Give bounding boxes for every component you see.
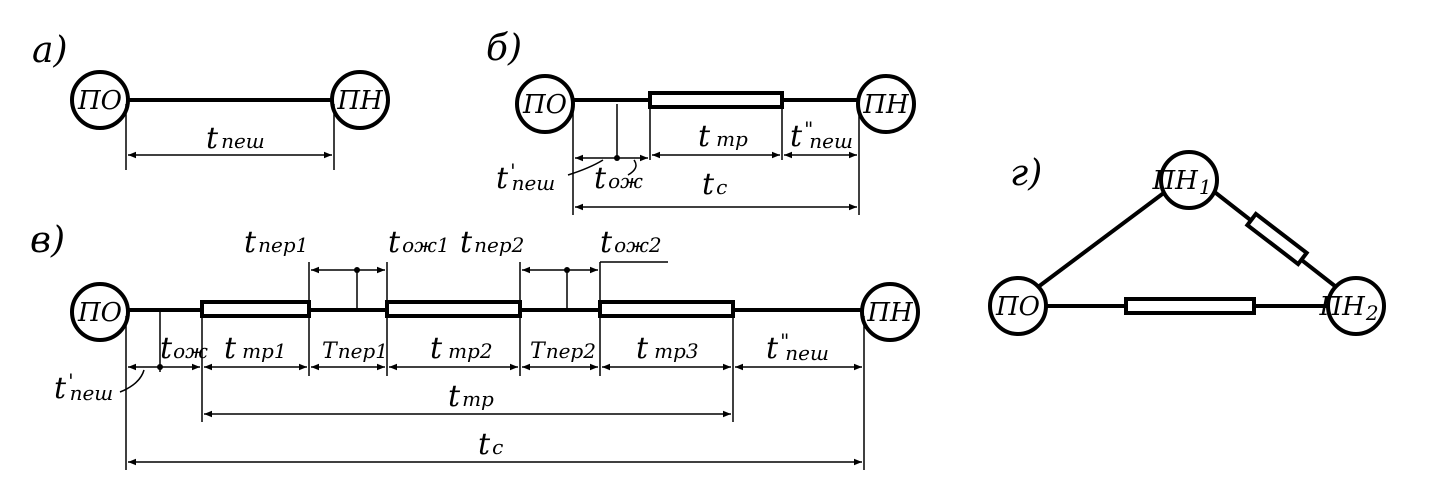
dest1-node-label: ПН1 xyxy=(1151,166,1211,199)
origin-node-label: ПО xyxy=(77,298,122,328)
wait-time-label: tож xyxy=(160,331,208,366)
dest2-node xyxy=(1326,276,1386,336)
panel-v-label: в) xyxy=(30,220,65,261)
transit-segment-3 xyxy=(598,300,735,318)
dest-node-label: ПН xyxy=(862,90,910,120)
panel-a-label: а) xyxy=(32,30,68,71)
transfer1-wait-label: Tпер1 xyxy=(322,339,388,364)
origin-node-label: ПО xyxy=(522,90,567,120)
walk-line xyxy=(1032,190,1167,292)
leader-line xyxy=(567,159,604,176)
transit-segment-1 xyxy=(200,300,311,318)
dest-node xyxy=(330,70,390,130)
transit-segment xyxy=(1244,211,1310,267)
origin-node xyxy=(988,276,1048,336)
wait-point xyxy=(614,155,620,161)
transit-segment-2 xyxy=(385,300,522,318)
walk1-time-label: t'пеш xyxy=(496,159,555,196)
wait-point xyxy=(564,267,570,273)
origin-node-label: ПО xyxy=(995,292,1040,322)
dest-node-label: ПН xyxy=(336,86,384,116)
leader-line xyxy=(627,159,637,176)
origin-node xyxy=(70,282,130,342)
wait-point xyxy=(157,364,163,370)
transit-segment xyxy=(1124,297,1256,315)
origin-node-label: ПО xyxy=(77,86,122,116)
panel-g: г) ПО ПН1 ПН2 xyxy=(988,150,1386,336)
walk1-time-label: t'пеш xyxy=(54,369,113,406)
panel-b-label: б) xyxy=(486,28,522,69)
dest2-node-label: ПН2 xyxy=(1318,292,1378,325)
dest1-node xyxy=(1159,150,1219,210)
leader-line xyxy=(119,369,145,393)
wait-point xyxy=(354,267,360,273)
dest-node xyxy=(860,282,920,342)
walk2-time-label: t"пеш xyxy=(766,329,829,366)
dest-node xyxy=(856,74,916,134)
walk2-time-label: t"пеш xyxy=(790,117,853,154)
transfer2-wait-label: Tпер2 xyxy=(530,339,596,364)
dest-node-label: ПН xyxy=(866,298,914,328)
transit-segment xyxy=(648,91,784,109)
origin-node xyxy=(70,70,130,130)
panel-g-label: г) xyxy=(1010,153,1042,194)
